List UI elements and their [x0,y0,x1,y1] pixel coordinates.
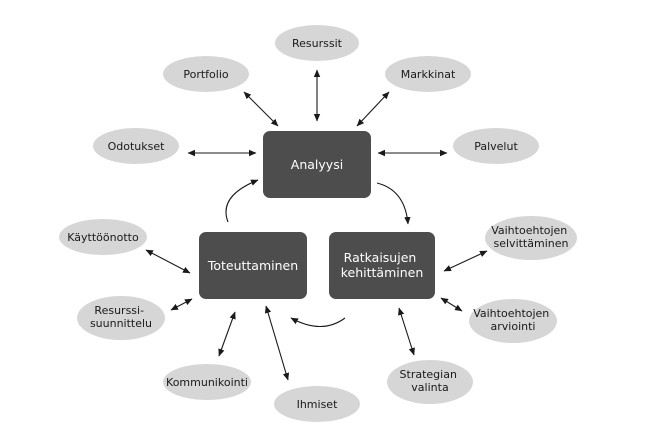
svg-text:Markkinat: Markkinat [401,68,456,81]
ellipse-resources: Resurssit [275,25,359,61]
ellipse-markets: Markkinat [385,56,471,92]
arrow-evaluation-solutions [440,297,463,312]
svg-text:Toteuttaminen: Toteuttaminen [207,258,298,273]
connector-arrows [145,69,488,381]
arrow-people-implementation [264,305,290,381]
ellipse-alternatives-evaluation: Vaihtoehtojen arviointi [469,299,557,343]
box-solution-development: Ratkaisujen kehittäminen [329,232,435,299]
ellipse-alternatives-exploration-label-line2: selvittäminen [494,237,569,250]
box-analysis: Analyysi [263,131,371,198]
svg-text:Vaihtoehtojen selvittämi: Vaihtoehtojen selvittäminen [491,224,571,250]
ellipse-alternatives-evaluation-label-line2: arviointi [491,320,536,333]
arrow-deployment-implementation [145,249,191,274]
ellipse-resources-label: Resurssit [292,37,343,50]
ellipse-services-label: Palvelut [474,140,518,153]
svg-text:Kommunikointi: Kommunikointi [166,376,248,389]
ellipse-communication: Kommunikointi [163,364,251,400]
ellipse-resource-planning-label-line2: suunnittelu [90,317,152,330]
ellipse-alternatives-exploration: Vaihtoehtojen selvittäminen [485,216,577,260]
arrow-communication-implementation [218,311,236,357]
ellipse-strategy-choice-label-line2: valinta [411,381,448,394]
ellipse-resource-planning: Resurssi- suunnittelu [77,296,165,340]
ellipse-people: Ihmiset [274,386,360,422]
cycle-arrow-solutions-to-implementation [290,317,346,328]
svg-text:Ratkaisujen kehittäminen: Ratkaisujen kehittäminen [341,250,424,280]
cycle-arrows [225,179,411,328]
svg-text:Strategian valinta: Strategian valinta [400,368,461,394]
arrow-markets-analysis [356,91,390,127]
box-implementation: Toteuttaminen [199,232,307,299]
svg-text:Käyttöönotto: Käyttöönotto [67,231,139,244]
box-implementation-label: Toteuttaminen [207,258,298,273]
box-solution-development-label-line2: kehittäminen [341,265,424,280]
ellipse-deployment: Käyttöönotto [59,219,147,255]
svg-text:Resurssi- suunnittelu: Resurssi- suunnittelu [90,304,152,330]
ellipse-services: Palvelut [453,128,539,164]
ellipse-alternatives-evaluation-label-line1: Vaihtoehtojen [473,307,549,320]
box-analysis-label: Analyysi [291,157,343,172]
arrow-portfolio-analysis [243,91,279,127]
cycle-arrow-analysis-to-solutions [376,182,411,225]
ellipse-expectations-label: Odotukset [108,140,166,153]
arrow-exploration-solutions [443,250,488,272]
ellipse-expectations: Odotukset [93,128,179,164]
svg-text:Vaihtoehtojen arviointi: Vaihtoehtojen arviointi [473,307,553,333]
ellipse-deployment-label: Käyttöönotto [67,231,139,244]
arrow-strategy-solutions [398,307,415,356]
ellipse-resource-planning-label-line1: Resurssi- [94,304,144,317]
ellipse-portfolio: Portfolio [163,56,249,92]
svg-text:Palvelut: Palvelut [474,140,518,153]
arrow-resourceplanning-implementation [170,298,193,311]
svg-text:Portfolio: Portfolio [183,68,229,81]
box-solution-development-label-line1: Ratkaisujen [344,250,417,265]
ellipse-portfolio-label: Portfolio [183,68,229,81]
svg-text:Analyysi: Analyysi [291,157,343,172]
svg-text:Odotukset: Odotukset [108,140,166,153]
ellipse-alternatives-exploration-label-line1: Vaihtoehtojen [491,224,567,237]
ellipse-communication-label: Kommunikointi [166,376,248,389]
cycle-arrow-implementation-to-analysis [225,179,259,223]
ellipse-strategy-choice: Strategian valinta [387,360,473,404]
ellipse-strategy-choice-label-line1: Strategian [400,368,457,381]
svg-text:Ihmiset: Ihmiset [297,398,338,411]
svg-text:Resurssit: Resurssit [292,37,343,50]
ellipse-people-label: Ihmiset [297,398,338,411]
ellipse-markets-label: Markkinat [401,68,456,81]
